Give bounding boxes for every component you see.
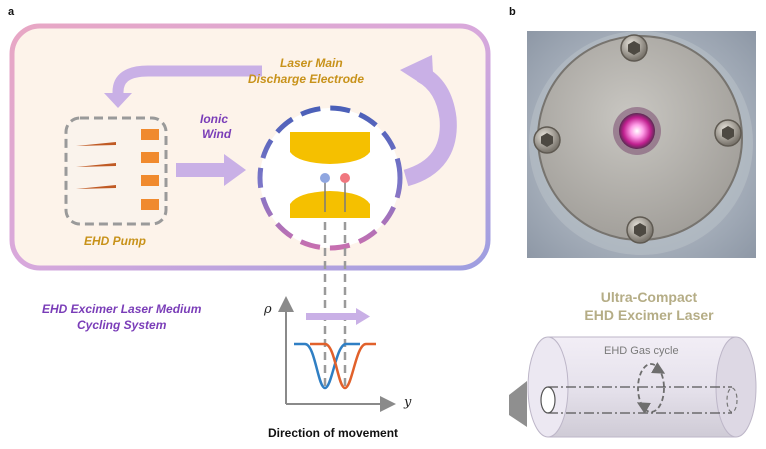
product-label-line1: Ultra-Compact bbox=[600, 289, 698, 305]
electrode-label-line1: Laser Main bbox=[280, 56, 343, 70]
direction-label: Direction of movement bbox=[268, 426, 399, 440]
gas-cycle-arrow-bottom bbox=[636, 402, 651, 414]
pump-needles bbox=[76, 142, 116, 189]
pump-needle bbox=[76, 185, 116, 189]
discharge-glow bbox=[619, 113, 655, 149]
pin-blue-tip bbox=[320, 173, 330, 183]
panel-label-b: b bbox=[509, 6, 516, 18]
pump-collector bbox=[141, 152, 159, 163]
photo-bolts bbox=[533, 34, 742, 244]
upper-electrode bbox=[290, 132, 370, 164]
pump-collector bbox=[141, 199, 159, 210]
gas-cycle-label: EHD Gas cycle bbox=[604, 345, 679, 357]
gas-cycle-loop bbox=[637, 363, 665, 413]
cylinder-shadow bbox=[509, 381, 527, 427]
bolt-socket bbox=[634, 223, 646, 237]
lower-electrode bbox=[290, 191, 370, 218]
ionic-wind-label-line1: Ionic bbox=[200, 112, 229, 126]
pin-red-tip bbox=[340, 173, 350, 183]
bore-right bbox=[726, 387, 738, 413]
rho-axis-label: ρ bbox=[264, 302, 272, 317]
bolt-socket bbox=[541, 133, 553, 147]
y-axis-label: y bbox=[404, 395, 412, 410]
product-label-line2: EHD Excimer Laser bbox=[584, 307, 714, 323]
electrode-label-line2: Discharge Electrode bbox=[248, 72, 365, 86]
ionic-wind-arrowhead bbox=[224, 154, 246, 186]
bolt-socket bbox=[722, 126, 734, 140]
pump-collector bbox=[141, 129, 159, 140]
density-curve-blue bbox=[294, 342, 360, 390]
ionic-wind-label-line2: Wind bbox=[202, 127, 232, 141]
movement-arrow-shaft bbox=[306, 313, 358, 320]
movement-arrowhead bbox=[356, 308, 370, 325]
return-arrowhead-left bbox=[104, 93, 132, 108]
ionic-wind-arrow-shaft bbox=[176, 163, 226, 177]
system-label-line2: Cycling System bbox=[77, 318, 167, 332]
pump-label: EHD Pump bbox=[84, 234, 147, 248]
gas-cycle-arrow-top bbox=[651, 362, 666, 374]
system-label-line1: EHD Excimer Laser Medium bbox=[42, 302, 202, 316]
return-arrow-left bbox=[112, 65, 262, 96]
pump-needle bbox=[76, 142, 116, 146]
bolt-socket bbox=[628, 41, 640, 55]
pump-collectors bbox=[141, 129, 159, 210]
bore-left bbox=[540, 386, 556, 414]
return-arrowhead-right bbox=[400, 55, 434, 92]
panel-label-a: a bbox=[8, 6, 15, 18]
cylinder-right-cap bbox=[715, 336, 757, 438]
pump-needle bbox=[76, 163, 116, 167]
density-curve-orange bbox=[310, 342, 376, 390]
return-arrow-right bbox=[403, 66, 457, 187]
pump-collector bbox=[141, 175, 159, 186]
